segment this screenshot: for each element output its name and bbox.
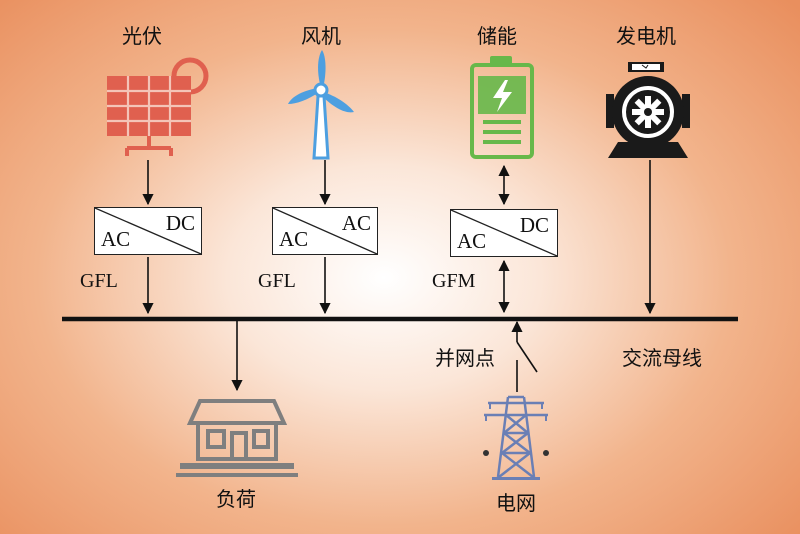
converter-storage-top: DC bbox=[519, 213, 549, 237]
source-label-storage: 储能 bbox=[477, 24, 517, 48]
generator-icon bbox=[606, 62, 690, 158]
mode-label-wind: GFL bbox=[258, 270, 296, 292]
source-label-generator: 发电机 bbox=[616, 24, 676, 48]
transmission-tower-icon bbox=[483, 395, 549, 480]
mode-label-storage: GFM bbox=[432, 270, 476, 292]
battery-icon bbox=[470, 56, 534, 159]
converter-storage: DC AC bbox=[450, 209, 558, 257]
solar-panel-icon bbox=[107, 57, 209, 156]
house-load-icon bbox=[176, 399, 298, 477]
converter-pv: DC AC bbox=[94, 207, 202, 255]
converter-pv-top: DC bbox=[165, 211, 195, 235]
pcc-label: 并网点 bbox=[435, 346, 495, 370]
load-label: 负荷 bbox=[216, 487, 256, 511]
mode-label-pv: GFL bbox=[80, 270, 118, 292]
converter-storage-bottom: AC bbox=[457, 229, 487, 253]
source-label-pv: 光伏 bbox=[122, 24, 162, 48]
bus-label: 交流母线 bbox=[622, 346, 702, 370]
source-label-wind: 风机 bbox=[301, 24, 341, 48]
converter-pv-bottom: AC bbox=[101, 227, 131, 251]
converter-wind-bottom: AC bbox=[279, 227, 309, 251]
wind-turbine-icon bbox=[288, 50, 354, 160]
converter-wind: AC AC bbox=[272, 207, 378, 255]
grid-label: 电网 bbox=[496, 491, 536, 515]
converter-wind-top: AC bbox=[341, 211, 371, 235]
